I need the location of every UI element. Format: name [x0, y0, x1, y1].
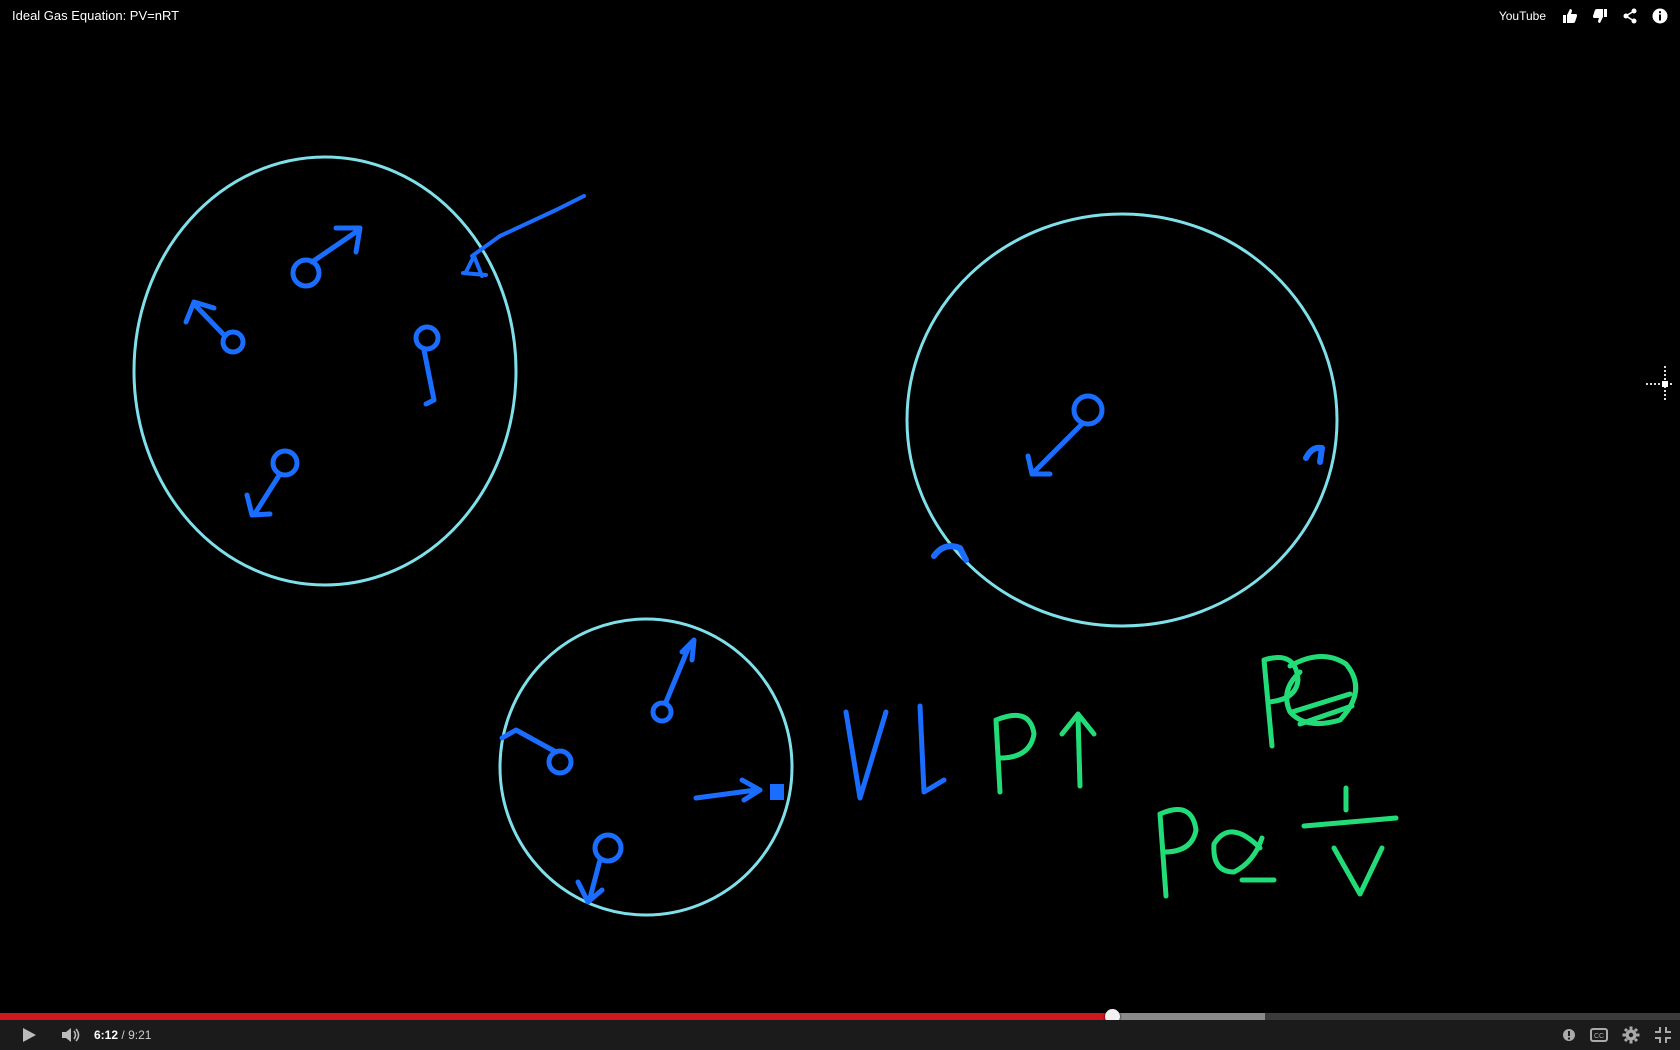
- progress-bar[interactable]: [0, 1009, 1680, 1024]
- video-title[interactable]: Ideal Gas Equation: PV=nRT: [12, 8, 180, 23]
- crosshair-cursor-icon: [1646, 366, 1674, 402]
- thumbs-down-icon[interactable]: [1590, 6, 1610, 26]
- gas-particles: [183, 194, 1325, 905]
- info-icon[interactable]: [1650, 6, 1670, 26]
- share-icon[interactable]: [1620, 6, 1640, 26]
- player-controls: 6:12 / 9:21 CC: [0, 1020, 1680, 1050]
- container-circle-right: [905, 212, 1339, 628]
- current-time: 6:12: [94, 1028, 119, 1042]
- volume-icon[interactable]: [60, 1026, 82, 1044]
- captions-icon[interactable]: CC: [1590, 1028, 1608, 1042]
- handwritten-v-decrease: [843, 703, 947, 801]
- time-display: 6:12 / 9:21: [94, 1028, 151, 1042]
- container-circle-bottom: [498, 617, 794, 917]
- handwritten-formulas: [993, 654, 1399, 899]
- video-frame[interactable]: [0, 30, 1680, 1010]
- youtube-link[interactable]: YouTube: [1498, 9, 1546, 23]
- duration: 9:21: [128, 1028, 152, 1042]
- play-button[interactable]: [20, 1026, 38, 1044]
- time-separator: /: [121, 1028, 125, 1042]
- annotations-icon[interactable]: [1562, 1028, 1576, 1042]
- settings-gear-icon[interactable]: [1622, 1026, 1640, 1044]
- svg-text:CC: CC: [1594, 1033, 1604, 1040]
- container-circle-left: [132, 155, 518, 587]
- top-right-controls: YouTube: [1499, 6, 1670, 26]
- played-bar: [0, 1013, 1113, 1020]
- exit-fullscreen-icon[interactable]: [1654, 1026, 1672, 1044]
- thumbs-up-icon[interactable]: [1560, 6, 1580, 26]
